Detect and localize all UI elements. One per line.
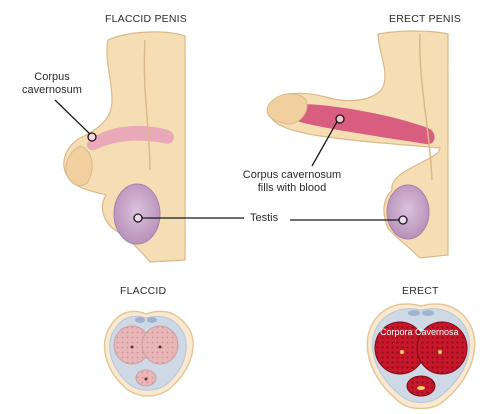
heading-flaccid-penis: FLACCID PENIS [105, 13, 187, 25]
flaccid-corpus-marker [87, 132, 97, 142]
heading-erect: ERECT [402, 285, 439, 297]
flaccid-pointer-line [54, 99, 93, 137]
heading-flaccid: FLACCID [120, 285, 167, 297]
label-corpus-cavernosum: Corpus cavernosum [14, 71, 90, 97]
flaccid-cross-section [103, 310, 194, 397]
flaccid-testis-marker [133, 213, 143, 223]
erect-corpus-cavernosum [291, 104, 435, 145]
erect-corpus-marker [335, 114, 345, 124]
flaccid-glans [65, 145, 93, 187]
label-corpus-fills: Corpus cavernosum fills with blood [232, 169, 352, 195]
label-corpus-fills-line1: Corpus cavernosum [242, 169, 342, 181]
label-testis: Testis [250, 212, 279, 224]
flaccid-corpus-cavernosum [86, 125, 174, 151]
erect-urethra-line [419, 33, 433, 181]
erect-pointer-line [311, 119, 339, 167]
erect-side-view [266, 30, 449, 259]
erect-glans [266, 93, 308, 125]
label-corpus-fills-line2: fills with blood [257, 182, 327, 194]
erect-testis [386, 184, 430, 240]
heading-erect-penis: ERECT PENIS [389, 13, 462, 25]
label-corpus-cavernosum-line2: cavernosum [22, 84, 82, 96]
erect-testis-marker [398, 215, 408, 225]
label-corpora-cavernosa: Corpora Cavernosa [380, 327, 459, 337]
label-corpus-cavernosum-line1: Corpus [34, 71, 70, 83]
flaccid-urethra-line [143, 39, 151, 171]
flaccid-side-view [54, 31, 186, 263]
erect-cross-section [366, 303, 476, 410]
